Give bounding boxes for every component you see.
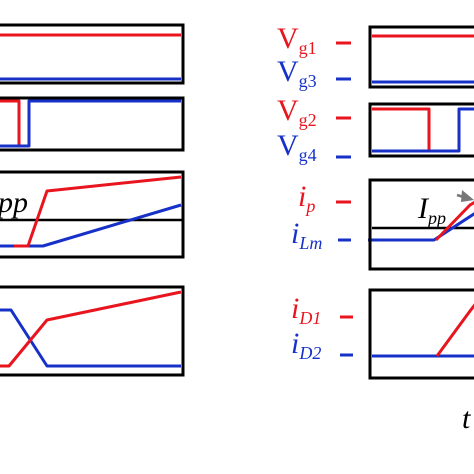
left-ipp-label: pp bbox=[0, 186, 28, 219]
vg1-label: Vg1 bbox=[277, 22, 317, 58]
right-panel-diode bbox=[368, 288, 474, 380]
ip-label: ip bbox=[298, 180, 315, 216]
id2-label: iD2 bbox=[291, 327, 321, 363]
time-axis-label: t bbox=[462, 402, 471, 435]
left-ilm-trace bbox=[0, 203, 182, 248]
left-plot-frame-1 bbox=[0, 23, 185, 85]
ipp-label: Ipp bbox=[417, 192, 446, 228]
left-plot-frame-4 bbox=[0, 285, 185, 377]
vg3-label: Vg3 bbox=[277, 55, 317, 91]
right-labels: Vg1 Vg3 Vg2 Vg4 ip iLm iD1 iD2 bbox=[277, 22, 353, 363]
left-panel-diode bbox=[0, 285, 185, 377]
ilm-label: iLm bbox=[291, 217, 322, 253]
right-plot-frame-1 bbox=[368, 25, 474, 89]
left-panel-gate-1-3 bbox=[0, 23, 185, 85]
right-plot-frame-2 bbox=[368, 102, 474, 158]
right-panel-gate-1-3 bbox=[368, 25, 474, 89]
left-panel-gate-2-4 bbox=[0, 96, 185, 152]
ipp-arrow-head bbox=[461, 190, 474, 202]
left-id1-trace bbox=[0, 290, 182, 368]
left-panel-currents-p: pp bbox=[0, 170, 185, 259]
id1-label: iD1 bbox=[291, 292, 321, 328]
vg2-label: Vg2 bbox=[277, 94, 317, 130]
left-vg4-trace bbox=[0, 99, 181, 148]
left-ip-trace bbox=[14, 175, 182, 248]
right-plot-frame-3 bbox=[368, 178, 474, 271]
left-vg2-trace bbox=[0, 99, 21, 148]
id1-trace bbox=[435, 303, 474, 357]
left-plot-frame-2 bbox=[0, 96, 185, 152]
ilm-trace bbox=[368, 212, 474, 242]
ip-trace bbox=[434, 200, 474, 242]
left-id2-trace bbox=[0, 308, 181, 368]
vg4-trace bbox=[372, 107, 474, 153]
right-panel-currents-p: Ipp bbox=[368, 178, 474, 271]
vg4-label: Vg4 bbox=[277, 129, 317, 165]
right-plot-frame-4 bbox=[368, 288, 474, 380]
right-panel-gate-2-4 bbox=[368, 102, 474, 158]
left-plot-frame-3 bbox=[0, 170, 185, 259]
vg2-trace bbox=[372, 107, 431, 153]
